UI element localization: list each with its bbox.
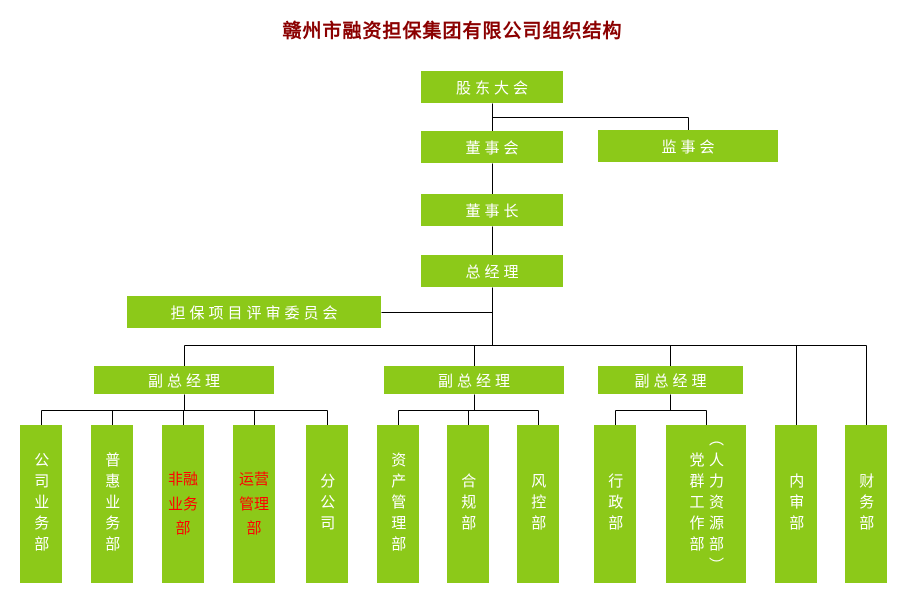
node-label: 总经理	[465, 262, 523, 281]
node-label: 股东大会	[455, 78, 532, 97]
dept-label: 分公司	[318, 472, 337, 536]
node-label: 副总经理	[147, 371, 224, 390]
node-guarantee-review-committee: 担保项目评审委员会	[127, 296, 381, 328]
dept-asset-management: 资产管理部	[377, 425, 419, 583]
node-label: 担保项目评审委员会	[170, 303, 342, 322]
dept-compliance: 合规部	[447, 425, 489, 583]
chart-title: 赣州市融资担保集团有限公司组织结构	[282, 20, 623, 42]
dept-label: 普惠业务部	[103, 451, 122, 557]
node-shareholders-meeting: 股东大会	[421, 71, 563, 103]
node-label: 副总经理	[634, 371, 711, 390]
dept-risk-control: 风控部	[517, 425, 559, 583]
dept-label: 风控部	[529, 472, 548, 536]
node-board-of-directors: 董事会	[421, 131, 563, 163]
node-chairman: 董事长	[421, 194, 563, 226]
dept-label: 公司业务部	[32, 451, 51, 557]
dept-label: 合规部	[459, 472, 478, 536]
node-label: 监事会	[661, 137, 719, 156]
dept-sub-label: （人力资源部）	[707, 430, 725, 578]
dept-label: 运营管理部	[238, 469, 269, 538]
dept-label: 行政部	[606, 472, 625, 536]
dept-administration: 行政部	[594, 425, 636, 583]
dept-label: 内审部	[787, 472, 806, 536]
node-board-of-supervisors: 监事会	[598, 130, 778, 162]
node-deputy-gm-1: 副总经理	[94, 366, 274, 394]
dept-label: 党群工作部	[687, 451, 706, 557]
dept-party-masses-hr: 党群工作部 （人力资源部）	[666, 425, 746, 583]
node-deputy-gm-2: 副总经理	[384, 366, 564, 394]
dept-branch-company: 分公司	[306, 425, 348, 583]
dept-label: 资产管理部	[389, 451, 408, 557]
node-general-manager: 总经理	[421, 255, 563, 287]
node-label: 董事会	[465, 138, 523, 157]
dept-non-financing-business: 非融业务部	[162, 425, 204, 583]
dept-label: 非融业务部	[167, 469, 198, 538]
node-deputy-gm-3: 副总经理	[598, 366, 743, 394]
dept-inclusive-business: 普惠业务部	[91, 425, 133, 583]
node-label: 董事长	[465, 201, 523, 220]
node-label: 副总经理	[437, 371, 514, 390]
dept-operations-management: 运营管理部	[233, 425, 275, 583]
dept-corporate-business: 公司业务部	[20, 425, 62, 583]
dept-finance: 财务部	[845, 425, 887, 583]
dept-internal-audit: 内审部	[775, 425, 817, 583]
dept-label: 财务部	[857, 472, 876, 536]
